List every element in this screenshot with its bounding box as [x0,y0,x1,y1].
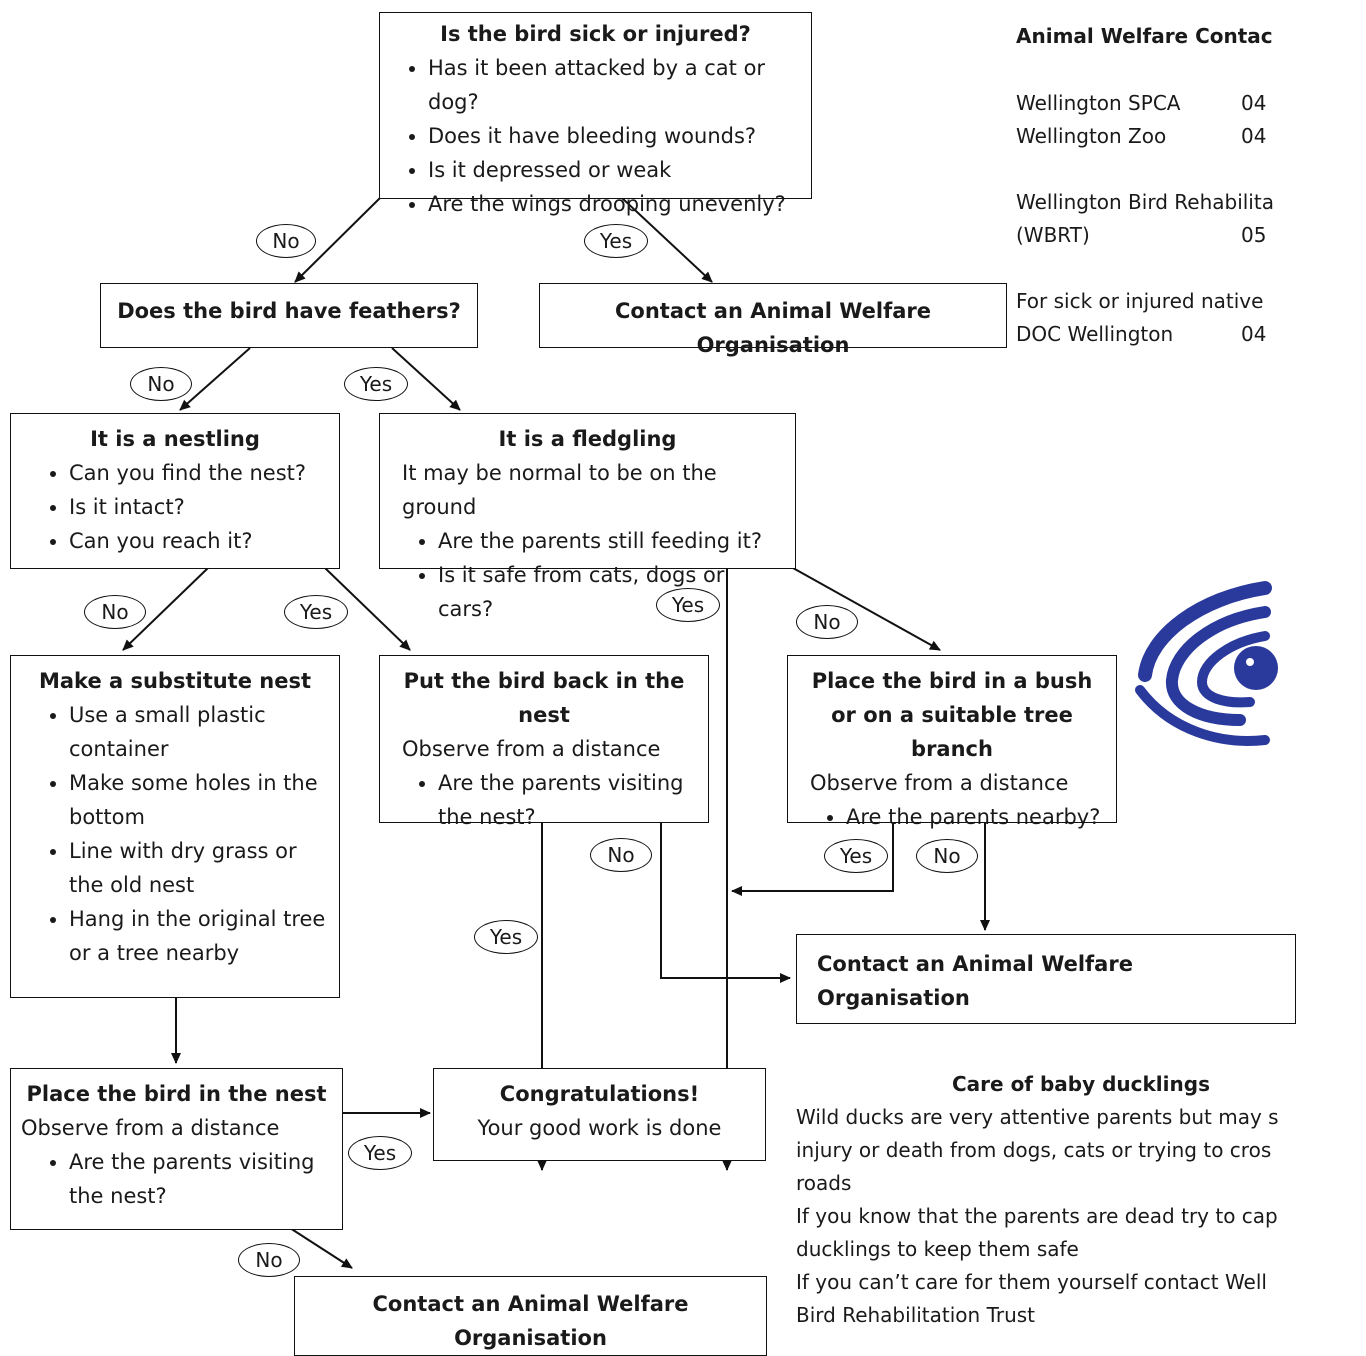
fledgling-item: Is it safe from cats, dogs or cars? [438,558,785,626]
label-bush-no: No [916,839,978,873]
put-back-title: Put the bird back in the nest [403,669,685,727]
ducklings-heading: Care of baby ducklings [952,1072,1210,1096]
arrow-bush-yes [731,822,894,896]
label-sick-no: No [256,224,316,258]
nestling-box: It is a nestling Can you find the nest? … [10,413,340,569]
contact-number: 04 [1241,91,1267,115]
substitute-item: Make some holes in the bottom [69,766,329,834]
put-back-item: Are the parents visiting the nest? [438,766,698,834]
contact-number: 05 [1241,223,1267,247]
ducklings-line: Wild ducks are very attentive parents bu… [796,1105,1279,1129]
arrow-feathers-yes [391,347,461,411]
label-sick-yes: Yes [584,224,648,258]
contact-number: 04 [1241,124,1267,148]
wbrt-abbrev: (WBRT) [1016,223,1090,247]
contact-name: Wellington Zoo [1016,124,1167,148]
feathers-question-box: Does the bird have feathers? [100,283,478,348]
contact-number: 04 [1241,322,1267,346]
place-in-nest-box: Place the bird in the nest Observe from … [10,1068,343,1230]
sick-question-title: Is the bird sick or injured? [440,22,751,46]
substitute-item: Hang in the original tree or a tree near… [69,902,329,970]
contacts-heading: Animal Welfare Contac [1016,24,1273,48]
label-bush-yes: Yes [824,839,888,873]
contact-row: Wellington SPCA 04 [1016,87,1274,120]
put-back-box: Put the bird back in the nest Observe fr… [379,655,709,829]
contact-box-top: Contact an Animal Welfare Organisation [539,283,1007,357]
ducklings-note: Care of baby ducklings Wild ducks are ve… [796,1068,1356,1332]
sick-item: Does it have bleeding wounds? [428,119,801,153]
place-in-nest-title: Place the bird in the nest [26,1082,327,1106]
sick-item: Has it been attacked by a cat or dog? [428,51,801,119]
arrow-feathers-no [179,347,251,411]
fledgling-box: It is a fledgling It may be normal to be… [379,413,796,621]
arrow-sick-no [294,197,381,283]
nestling-item: Can you reach it? [69,524,329,558]
label-feathers-no: No [130,367,192,401]
label-feathers-yes: Yes [344,367,408,401]
put-back-subtitle: Observe from a distance [402,737,661,761]
ducklings-line: ducklings to keep them safe [796,1237,1079,1261]
place-in-nest-item: Are the parents visiting the nest? [69,1145,332,1213]
ducklings-line: If you know that the parents are dead tr… [796,1204,1278,1228]
arrow-sick-yes [621,197,713,283]
bush-title: Place the bird in a bush or on a suitabl… [811,669,1093,761]
fledgling-item: Are the parents still feeding it? [438,524,785,558]
nestling-item: Is it intact? [69,490,329,524]
label-nestling-yes: Yes [284,595,348,629]
contact-box-bottom: Contact an Animal Welfare Organisation [294,1276,767,1356]
arrow-putback-no [660,822,791,983]
arrow-nestling-no [122,567,209,651]
arrow-nestling-yes [324,567,411,651]
contact-title-top: Contact an Animal Welfare Organisation [615,299,931,357]
native-birds-line: For sick or injured native [1016,289,1264,313]
contact-name: Wellington SPCA [1016,91,1181,115]
substitute-nest-box: Make a substitute nest Use a small plast… [10,655,340,998]
ducklings-line: Bird Rehabilitation Trust [796,1303,1036,1327]
contact-name: DOC Wellington [1016,322,1174,346]
contact-title-bottom: Contact an Animal Welfare Organisation [372,1292,689,1350]
ducklings-line: roads [796,1171,852,1195]
label-putback-yes: Yes [474,920,538,954]
congratulations-title: Congratulations! [499,1082,700,1106]
feathers-question-title: Does the bird have feathers? [117,299,461,323]
flow-arrows [122,197,990,1269]
label-nestling-no: No [84,595,146,629]
nestling-title: It is a nestling [90,427,260,451]
ducklings-line: injury or death from dogs, cats or tryin… [796,1138,1272,1162]
bird-trust-logo [1135,581,1278,746]
congratulations-subtitle: Your good work is done [477,1116,722,1140]
arrow-fledgling-no [792,567,941,651]
sick-item: Are the wings drooping unevenly? [428,187,801,221]
label-fledgling-yes: Yes [656,588,720,622]
label-place-no: No [238,1243,300,1277]
substitute-item: Line with dry grass or the old nest [69,834,329,902]
contact-title-mid: Contact an Animal Welfare Organisation [817,952,1133,1010]
contact-box-mid: Contact an Animal Welfare Organisation [796,934,1296,1024]
contact-row: (WBRT) 05 [1016,219,1274,252]
label-fledgling-no: No [796,605,858,639]
contact-row: DOC Wellington 04 [1016,318,1274,351]
nestling-item: Can you find the nest? [69,456,329,490]
substitute-nest-title: Make a substitute nest [38,669,312,693]
wbrt-name: Wellington Bird Rehabilita [1016,190,1274,214]
label-putback-no: No [590,838,652,872]
sick-item: Is it depressed or weak [428,153,801,187]
bush-box: Place the bird in a bush or on a suitabl… [787,655,1117,829]
substitute-item: Use a small plastic container [69,698,329,766]
congratulations-box: Congratulations! Your good work is done [433,1068,766,1161]
fledgling-title: It is a fledgling [498,427,677,451]
sick-question-box: Is the bird sick or injured? Has it been… [379,12,812,216]
fledgling-subtitle: It may be normal to be on the ground [402,461,717,519]
label-place-yes: Yes [348,1136,412,1170]
arrow-place-no [289,1227,353,1269]
bush-item: Are the parents nearby? [846,800,1106,834]
place-in-nest-subtitle: Observe from a distance [21,1116,280,1140]
ducklings-line: If you can’t care for them yourself cont… [796,1270,1267,1294]
bush-subtitle: Observe from a distance [810,771,1069,795]
contact-row: Wellington Zoo 04 [1016,120,1274,153]
